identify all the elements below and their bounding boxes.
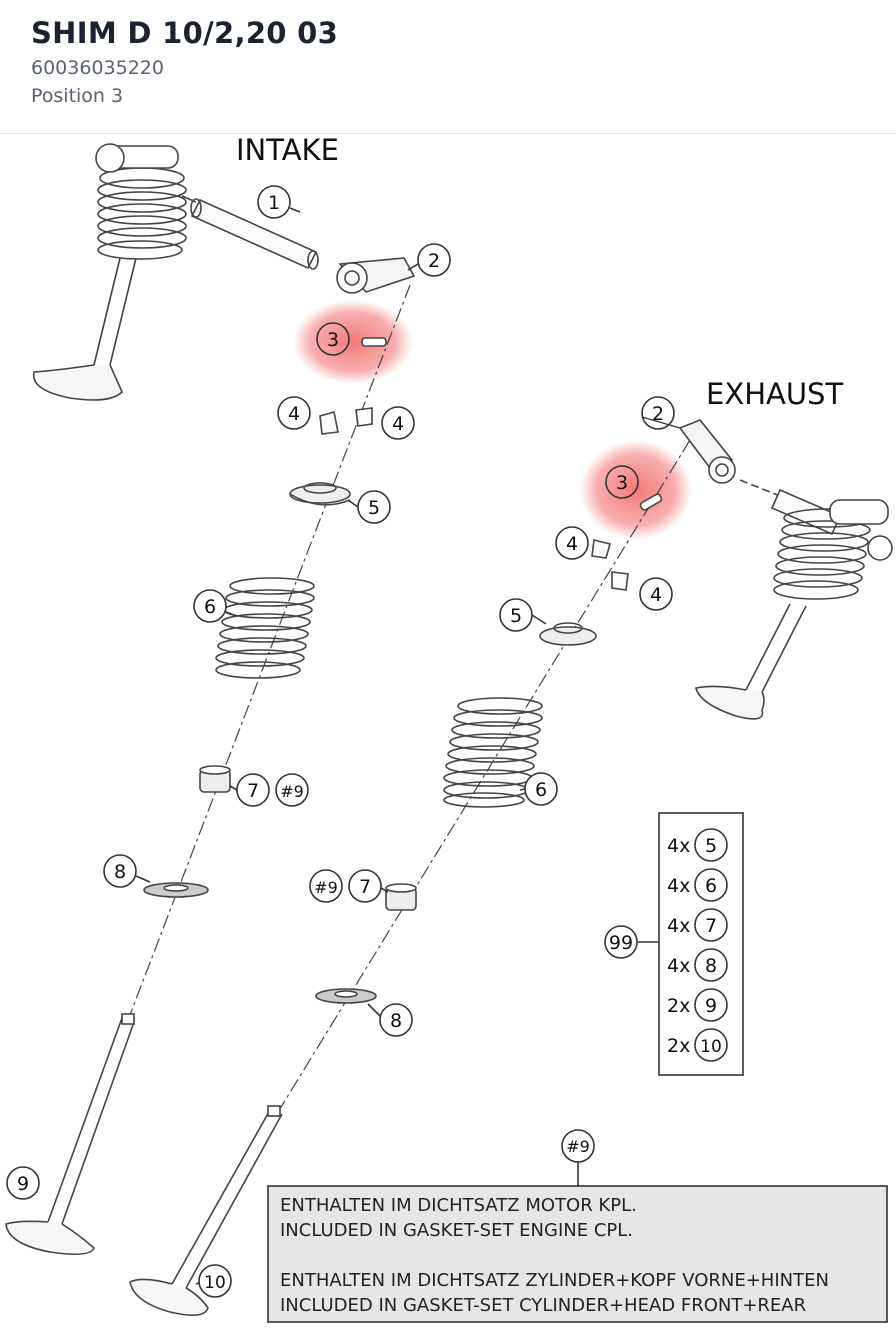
part-header: SHIM D 10/2,20 03 60036035220 Position 3 xyxy=(0,0,896,134)
kit-qty-3: 4x xyxy=(667,915,690,937)
kit-part-6: 10 xyxy=(700,1037,722,1057)
kit-qty-4: 4x xyxy=(667,955,690,977)
intake-shim xyxy=(361,337,387,347)
callout-intake-4a: 4 xyxy=(288,403,300,425)
callout-intake-3: 3 xyxy=(327,329,339,351)
callout-exhaust-6: 6 xyxy=(535,779,547,801)
intake-top-spring xyxy=(95,143,187,260)
exploded-valve-diagram: INTAKE EXHAUST xyxy=(5,135,893,1323)
exhaust-rocker-arm xyxy=(678,419,842,536)
callout-exhaust-8: 8 xyxy=(390,1010,402,1032)
callout-exhaust-5: 5 xyxy=(510,605,522,627)
callout-exhaust-9-ref: #9 xyxy=(314,878,338,897)
intake-spring xyxy=(215,577,315,679)
callout-intake-1: 1 xyxy=(268,192,280,214)
callout-exhaust-7: 7 xyxy=(359,876,371,898)
callout-exhaust-10: 10 xyxy=(204,1273,226,1293)
kit-part-1: 5 xyxy=(705,835,717,857)
exhaust-spring xyxy=(443,697,543,808)
callout-intake-6: 6 xyxy=(204,596,216,618)
intake-title: INTAKE xyxy=(236,135,339,167)
kit-qty-5: 2x xyxy=(667,995,690,1017)
kit-part-4: 8 xyxy=(705,955,717,977)
part-number: 60036035220 xyxy=(31,57,164,79)
callout-labels: 1 2 3 4 4 5 6 7 #9 8 9 2 3 4 4 5 6 #9 7 … xyxy=(17,192,664,1293)
callout-intake-2: 2 xyxy=(428,250,440,272)
exhaust-top-spring xyxy=(773,499,893,600)
callout-intake-9: 9 xyxy=(17,1173,29,1195)
kit-part-3: 7 xyxy=(705,915,717,937)
note-line-1: ENTHALTEN IM DICHTSATZ MOTOR KPL. xyxy=(280,1195,637,1216)
kit-qty-1: 4x xyxy=(667,835,690,857)
kit-part-2: 6 xyxy=(705,875,717,897)
callout-intake-7: 7 xyxy=(247,780,259,802)
rocker-shaft xyxy=(181,195,319,270)
intake-shim-highlight xyxy=(293,300,413,384)
kit-box: 99 4x 5 4x 6 4x 7 4x 8 2x 9 2x 10 xyxy=(604,812,744,1076)
kit-qty-6: 2x xyxy=(667,1035,690,1057)
kit-part-5: 9 xyxy=(705,995,717,1017)
callout-intake-9-ref: #9 xyxy=(280,782,304,801)
callout-exhaust-4a: 4 xyxy=(566,533,578,555)
kit-number: 99 xyxy=(609,932,633,954)
gasket-note: #9 ENTHALTEN IM DICHTSATZ MOTOR KPL. INC… xyxy=(267,1129,888,1323)
intake-assembly xyxy=(5,143,416,1256)
exhaust-title: EXHAUST xyxy=(706,377,843,411)
note-line-3: ENTHALTEN IM DICHTSATZ ZYLINDER+KOPF VOR… xyxy=(280,1270,829,1291)
exhaust-shim xyxy=(639,493,663,511)
exhaust-assembly xyxy=(129,419,893,1316)
kit-qty-2: 4x xyxy=(667,875,690,897)
note-ref: #9 xyxy=(566,1137,590,1156)
callout-intake-5: 5 xyxy=(368,497,380,519)
callout-exhaust-3: 3 xyxy=(616,472,628,494)
callouts xyxy=(6,185,681,1298)
callout-exhaust-2: 2 xyxy=(652,403,664,425)
callout-intake-8: 8 xyxy=(114,861,126,883)
note-line-4: INCLUDED IN GASKET-SET CYLINDER+HEAD FRO… xyxy=(280,1295,806,1316)
note-line-2: INCLUDED IN GASKET-SET ENGINE CPL. xyxy=(280,1220,633,1241)
callout-exhaust-4b: 4 xyxy=(650,584,662,606)
callout-intake-4b: 4 xyxy=(392,413,404,435)
part-title: SHIM D 10/2,20 03 xyxy=(31,16,339,50)
intake-rocker-arm xyxy=(336,257,416,294)
part-position: Position 3 xyxy=(31,85,124,107)
